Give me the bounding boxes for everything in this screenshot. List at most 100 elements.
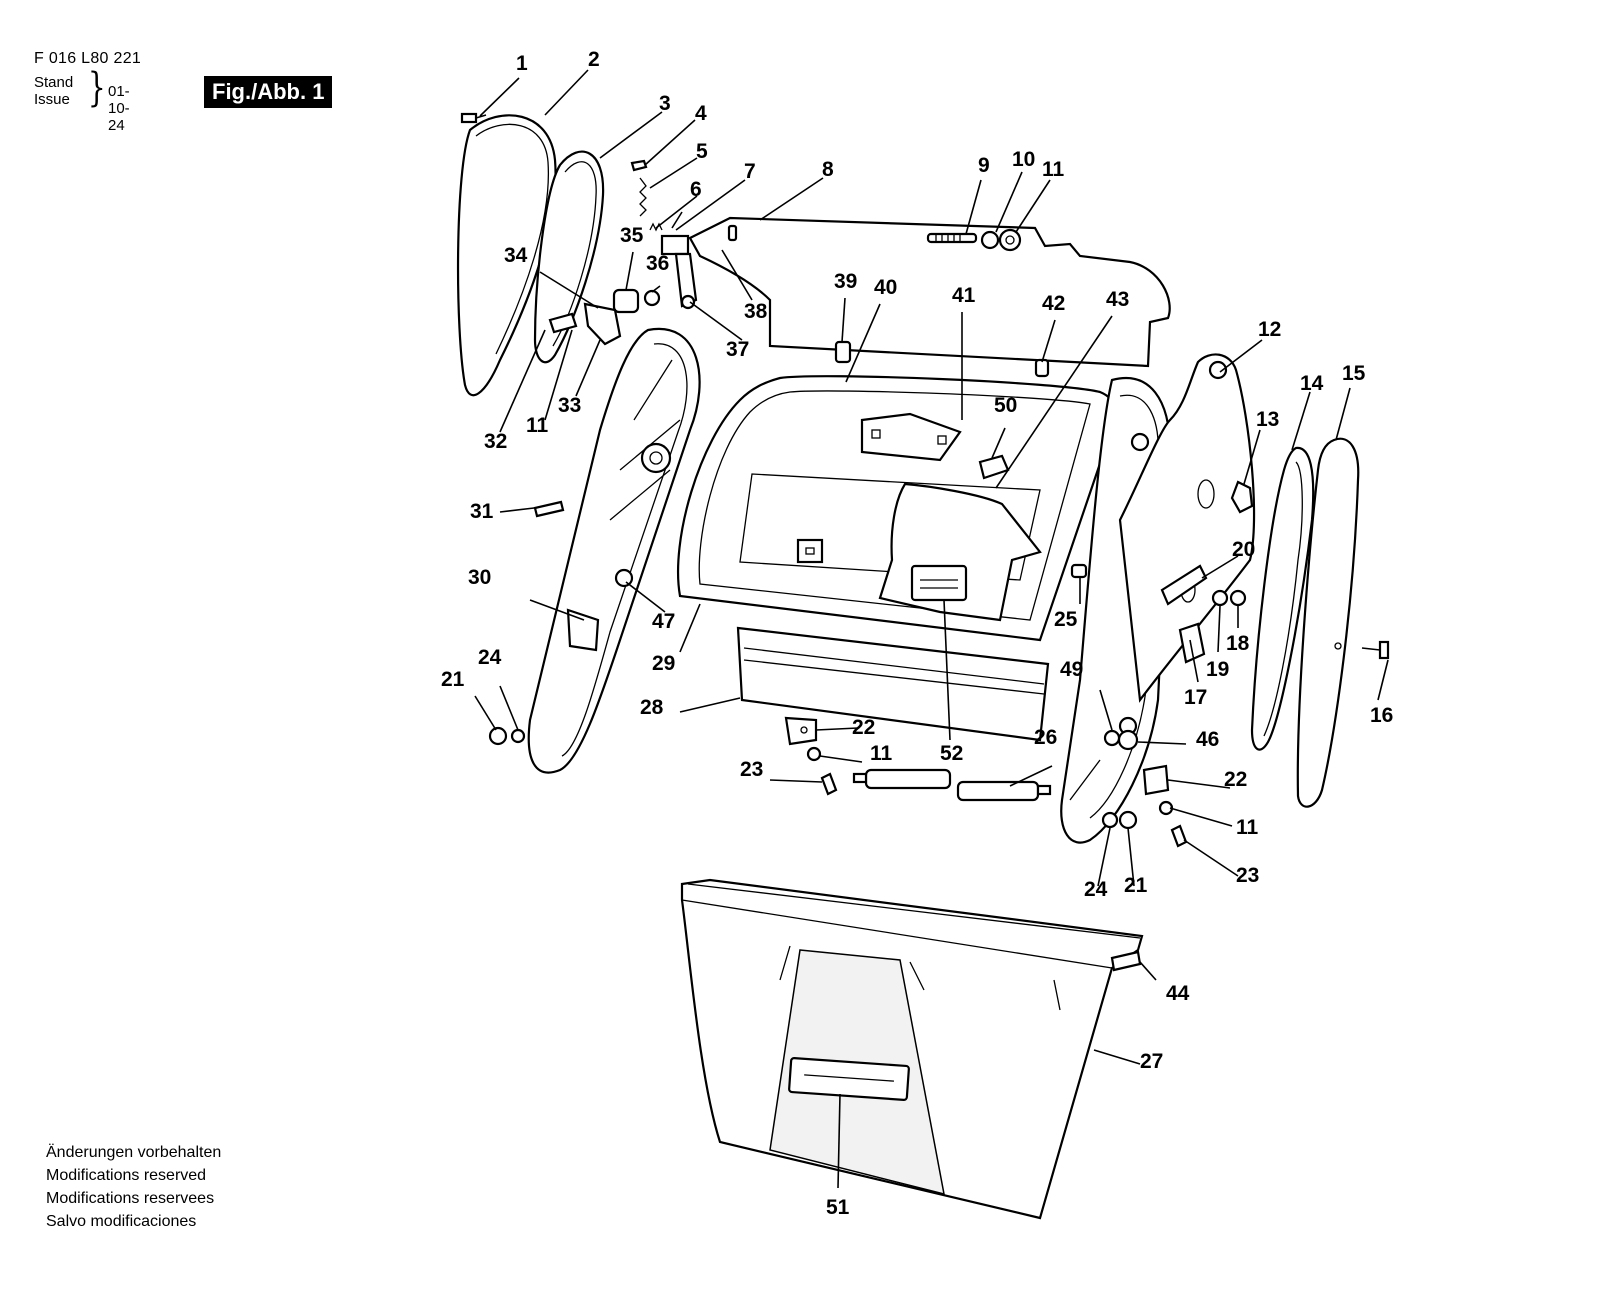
- left-side-panel-30: [527, 327, 701, 774]
- callout-35: 35: [620, 224, 644, 247]
- callout-14: 14: [1300, 372, 1324, 395]
- callout-21-left: 21: [441, 668, 465, 691]
- callout-44: 44: [1166, 982, 1190, 1005]
- bolt-23-left: [820, 772, 838, 796]
- callout-26: 26: [1034, 726, 1057, 749]
- callout-3: 3: [659, 92, 671, 115]
- callout-19: 19: [1206, 658, 1229, 681]
- stand-word: Stand: [34, 74, 74, 91]
- callout-25: 25: [1054, 608, 1078, 631]
- callout-8: 8: [822, 158, 834, 181]
- callout-12: 12: [1258, 318, 1281, 341]
- callout-27: 27: [1140, 1050, 1163, 1073]
- bracket-22-right: [1142, 764, 1170, 796]
- callout-36: 36: [646, 252, 669, 275]
- belt-loop-2: [456, 114, 557, 397]
- document-number: F 016 L80 221: [34, 50, 142, 67]
- callout-15: 15: [1342, 362, 1366, 385]
- callout-5: 5: [696, 140, 708, 163]
- notice-line-spanish: Salvo modificaciones: [46, 1213, 197, 1230]
- stand-issue-words: Stand Issue: [34, 74, 73, 108]
- screw-16: [1361, 640, 1390, 660]
- callout-1: 1: [516, 52, 528, 75]
- callout-11-left: 11: [526, 414, 549, 437]
- callout-21-right: 21: [1124, 874, 1148, 897]
- modifications-notice: Änderungen vorbehalten Modifications res…: [46, 1141, 221, 1233]
- callout-24-right: 24: [1084, 878, 1108, 901]
- leader-lines: [474, 69, 1389, 1189]
- callout-11-right: 11: [1236, 816, 1259, 839]
- issue-word: Issue: [34, 91, 70, 108]
- callout-2: 2: [588, 48, 600, 71]
- callout-18: 18: [1226, 632, 1250, 655]
- issue-date: 01-10-24: [108, 83, 130, 134]
- callout-37: 37: [726, 338, 749, 361]
- right-cover-15: [1296, 437, 1360, 808]
- callout-11-top: 11: [1042, 158, 1065, 181]
- callout-4: 4: [695, 102, 707, 125]
- callout-47: 47: [652, 610, 675, 633]
- clip-44: [1110, 950, 1142, 972]
- callout-38: 38: [744, 300, 768, 323]
- callout-22-right: 22: [1224, 768, 1247, 791]
- spring-parts-4-7: [630, 159, 683, 232]
- notice-line-english: Modifications reserved: [46, 1167, 207, 1184]
- callout-17: 17: [1184, 686, 1207, 709]
- bolt-9-10-11: [926, 228, 1022, 252]
- callout-51: 51: [826, 1196, 850, 1219]
- callout-42: 42: [1042, 292, 1065, 315]
- callout-50: 50: [994, 394, 1017, 417]
- bolt-47: [614, 568, 634, 588]
- callout-33: 33: [558, 394, 581, 417]
- pin-31: [533, 500, 565, 518]
- bracket-33-34: [548, 302, 622, 346]
- callout-28: 28: [640, 696, 664, 719]
- callout-46: 46: [1196, 728, 1219, 751]
- figure-label: Fig./Abb. 1: [204, 76, 333, 108]
- callout-34: 34: [504, 244, 528, 267]
- callout-52: 52: [940, 742, 963, 765]
- brace-icon: }: [87, 65, 106, 111]
- stand-issue-block: Stand Issue } 01-10-24 Fig./Abb. 1: [34, 68, 333, 134]
- nut-washer-left-21-24: [488, 726, 526, 746]
- callout-23-left: 23: [740, 758, 763, 781]
- callout-32: 32: [484, 430, 507, 453]
- handle-20: [1160, 564, 1208, 606]
- callout-22-left: 22: [852, 716, 875, 739]
- bolt-25: [1070, 563, 1088, 579]
- callout-43: 43: [1106, 288, 1129, 311]
- callout-9: 9: [978, 154, 990, 177]
- screw-1: [460, 112, 487, 124]
- top-cover-plate-8: [688, 216, 1171, 368]
- callout-7: 7: [744, 160, 756, 183]
- bottom-plate-28: [736, 626, 1050, 742]
- callout-numbers: 1 2 3 4 5 6 7 8 9 10 11 12 13 14 15 16 1…: [441, 48, 1393, 1219]
- cap-13: [1230, 480, 1254, 514]
- callout-31: 31: [470, 500, 494, 523]
- callout-13: 13: [1256, 408, 1279, 431]
- callout-41: 41: [952, 284, 976, 307]
- callout-23-right: 23: [1236, 864, 1259, 887]
- label-plate-51: [788, 1057, 910, 1101]
- callout-16: 16: [1370, 704, 1393, 727]
- belt-loop-3: [533, 150, 605, 364]
- callout-29: 29: [652, 652, 675, 675]
- callout-11-mid: 11: [870, 742, 893, 765]
- callout-6: 6: [690, 178, 702, 201]
- callout-24-left: 24: [478, 646, 502, 669]
- label-plate-52: [910, 564, 968, 602]
- bracket-22-left: [784, 716, 818, 746]
- callout-39: 39: [834, 270, 857, 293]
- notice-line-german: Änderungen vorbehalten: [46, 1144, 222, 1161]
- bolt-23-right: [1170, 824, 1188, 848]
- callout-40: 40: [874, 276, 897, 299]
- notice-line-french: Modifications reservees: [46, 1190, 215, 1207]
- callout-49: 49: [1060, 658, 1083, 681]
- side-guard-12: [1118, 353, 1256, 703]
- document-header: F 016 L80 221 Stand Issue } 01-10-24 Fig…: [34, 50, 333, 134]
- callout-10: 10: [1012, 148, 1035, 171]
- spacer-rods-26: [852, 768, 1052, 802]
- callout-30: 30: [468, 566, 491, 589]
- callout-20: 20: [1232, 538, 1255, 561]
